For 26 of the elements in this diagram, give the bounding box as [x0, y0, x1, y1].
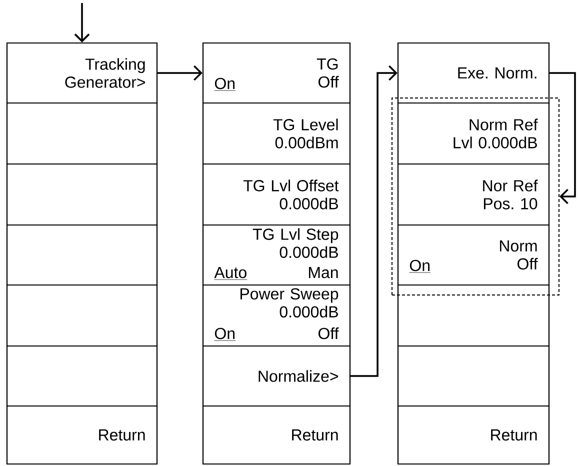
- arrow: [350, 65, 398, 377]
- dotted-group-frame: [392, 98, 560, 296]
- menu-key: On Norm Off: [397, 224, 550, 286]
- arrow: [158, 65, 202, 81]
- menu-key: TG Lvl Offset 0.000dB: [202, 163, 351, 226]
- menu-key: Return: [6, 405, 158, 465]
- blank-menu-key: [6, 284, 158, 347]
- menu-key: Normalize>: [202, 345, 351, 407]
- blank-menu-key: [6, 102, 158, 165]
- menu-key: Tracking Generator>: [6, 42, 158, 104]
- arrow: [74, 3, 90, 42]
- menu-key: TG Level 0.00dBm: [202, 102, 351, 165]
- menu-key: Exe. Norm.: [397, 42, 550, 104]
- blank-menu-key: [6, 163, 158, 226]
- blank-menu-key: [6, 345, 158, 407]
- arrow: [550, 72, 576, 204]
- blank-menu-key: [6, 224, 158, 286]
- menu-key: Norm Ref Lvl 0.000dB: [397, 102, 550, 165]
- menu-key: Return: [397, 405, 550, 465]
- blank-menu-key: [397, 284, 550, 347]
- menu-key: TG Lvl Step 0.000dB Auto Man: [202, 224, 351, 286]
- menu-key: Return: [202, 405, 351, 465]
- menu-key: On TG Off: [202, 42, 351, 104]
- menu-key: Nor Ref Pos. 10: [397, 163, 550, 226]
- menu-key: Power Sweep 0.000dB On Off: [202, 284, 351, 347]
- blank-menu-key: [397, 345, 550, 407]
